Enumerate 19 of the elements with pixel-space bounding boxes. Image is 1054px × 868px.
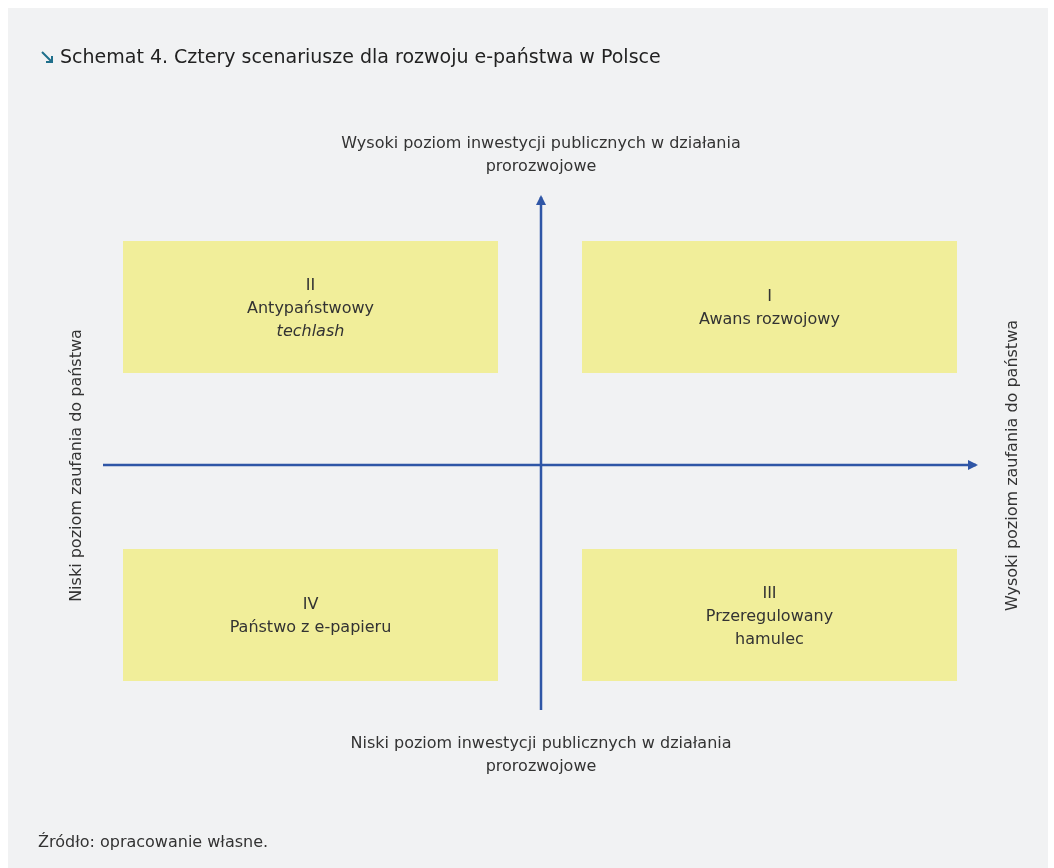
scenario-box	[123, 549, 498, 681]
axis-label: Niski poziom zaufania do państwa	[64, 328, 86, 604]
roman-numeral: II	[305, 273, 316, 296]
scenario-box	[582, 549, 957, 681]
scenario-name: Przeregulowany hamulec	[704, 604, 835, 650]
scenario-name: Państwo z e-papieru	[229, 616, 392, 638]
axis-label: Wysoki poziom inwestycji publicznych w działania prorozwojowe	[341, 132, 741, 177]
diagram-title: Schemat 4. Cztery scenariusze dla rozwoju e-państwa w Polsce	[60, 45, 661, 67]
roman-numeral: I	[767, 285, 772, 307]
scenario-name: Antypaństwowy	[247, 296, 374, 319]
scenario-name: Awans rozwojowy	[699, 308, 840, 330]
roman-numeral: IV	[302, 593, 319, 615]
scenario-name: techlash	[276, 319, 345, 342]
axis-label: Niski poziom inwestycji publicznych w działania prorozwojowe	[349, 732, 733, 777]
source-note: Źródło: opracowanie własne.	[38, 832, 269, 851]
scenario-box	[582, 241, 957, 373]
axis-label: Wysoki poziom zaufania do państwa	[1000, 318, 1022, 614]
scenario-box	[123, 241, 498, 373]
roman-numeral: III	[762, 581, 777, 604]
